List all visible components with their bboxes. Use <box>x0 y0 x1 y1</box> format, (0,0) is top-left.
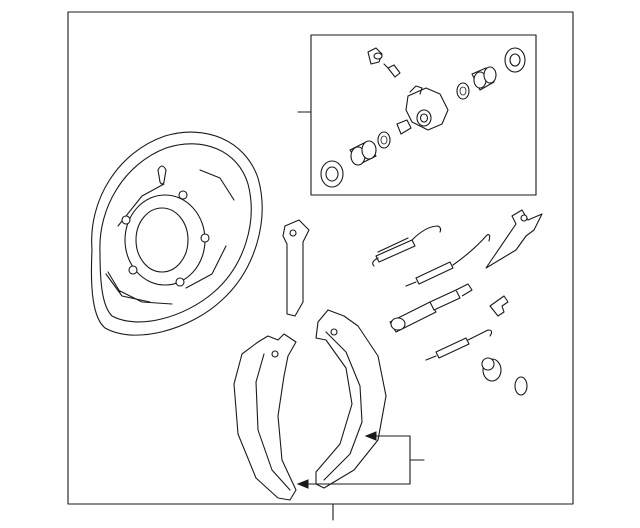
hold-down-pin <box>514 376 528 396</box>
boot-left <box>320 160 344 188</box>
return-spring <box>405 234 491 287</box>
wheel-cylinder-body <box>405 85 449 131</box>
strut-bar <box>485 209 543 269</box>
spring <box>396 119 412 135</box>
brake-shoe-callout <box>296 431 425 489</box>
bleeder-screw <box>367 47 401 78</box>
diagram-frame <box>67 11 574 505</box>
adjuster-clip <box>489 295 509 317</box>
parking-brake-lever <box>282 219 310 317</box>
brake-shoe-right <box>315 309 387 489</box>
adjuster-assembly <box>389 283 473 333</box>
wheel-cylinder-inset-box <box>310 34 537 196</box>
piston-left <box>349 140 377 166</box>
wheel-cylinder-kit <box>297 34 537 196</box>
boot-right <box>504 47 526 73</box>
hold-down-cup <box>481 357 502 382</box>
brake-shoe-left <box>233 333 297 501</box>
adjuster-spring-upper <box>372 225 442 267</box>
backing-plate <box>90 131 263 336</box>
cup-seal-right <box>456 82 470 100</box>
lower-spring <box>425 329 493 361</box>
piston-right <box>471 66 497 91</box>
cup-seal-left <box>377 131 391 149</box>
